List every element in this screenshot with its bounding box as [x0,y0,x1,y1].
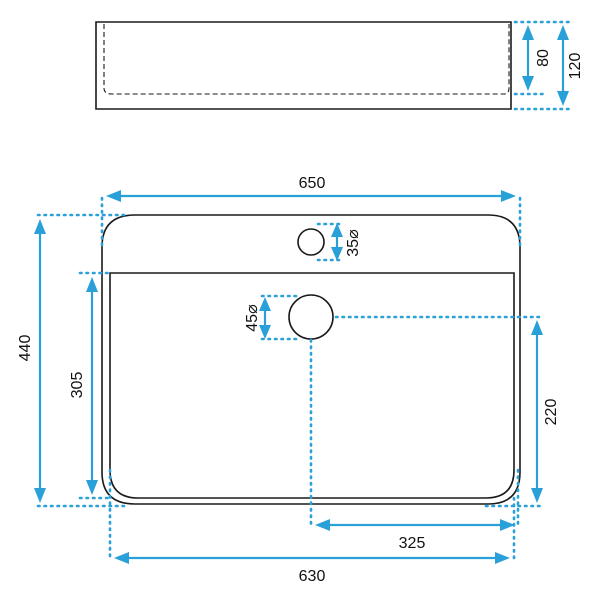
arrow [557,25,569,40]
overall-width-label: 650 [299,175,326,192]
arrow [86,277,98,292]
arrow [495,552,510,564]
inner-width-label: 630 [299,568,326,585]
drain-label: 45⌀ [244,304,261,332]
side-inner-height-label: 80 [535,49,552,67]
arrow [259,297,271,311]
arrow [531,320,543,335]
arrow [114,552,129,564]
tap-hole-label: 35⌀ [345,229,362,257]
arrow [34,219,46,234]
arrow [501,190,516,202]
inner-depth-label: 305 [69,372,86,399]
arrow [522,76,534,91]
basin-outer-outline [101,214,521,505]
arrow [106,190,121,202]
arrow [500,519,515,531]
arrow [331,223,343,237]
drain-offset-x-label: 325 [399,535,426,552]
side-outer-height-label: 120 [567,53,584,80]
arrow [86,480,98,495]
arrow [557,91,569,106]
arrow [531,488,543,503]
arrow [34,488,46,503]
drain-hole [288,294,334,340]
basin-inner-outline [109,272,515,499]
side-view: 80 120 [95,20,584,111]
arrow [259,325,271,339]
side-view-hidden-basin [103,24,510,95]
tap-hole [297,228,325,256]
top-view: 650 440 305 35⌀ 45⌀ 220 [17,175,560,585]
drain-offset-y-label: 220 [543,399,560,426]
arrow [315,519,330,531]
arrow [522,25,534,40]
overall-depth-label: 440 [17,335,34,362]
side-view-body [95,21,512,110]
arrow [331,247,343,261]
